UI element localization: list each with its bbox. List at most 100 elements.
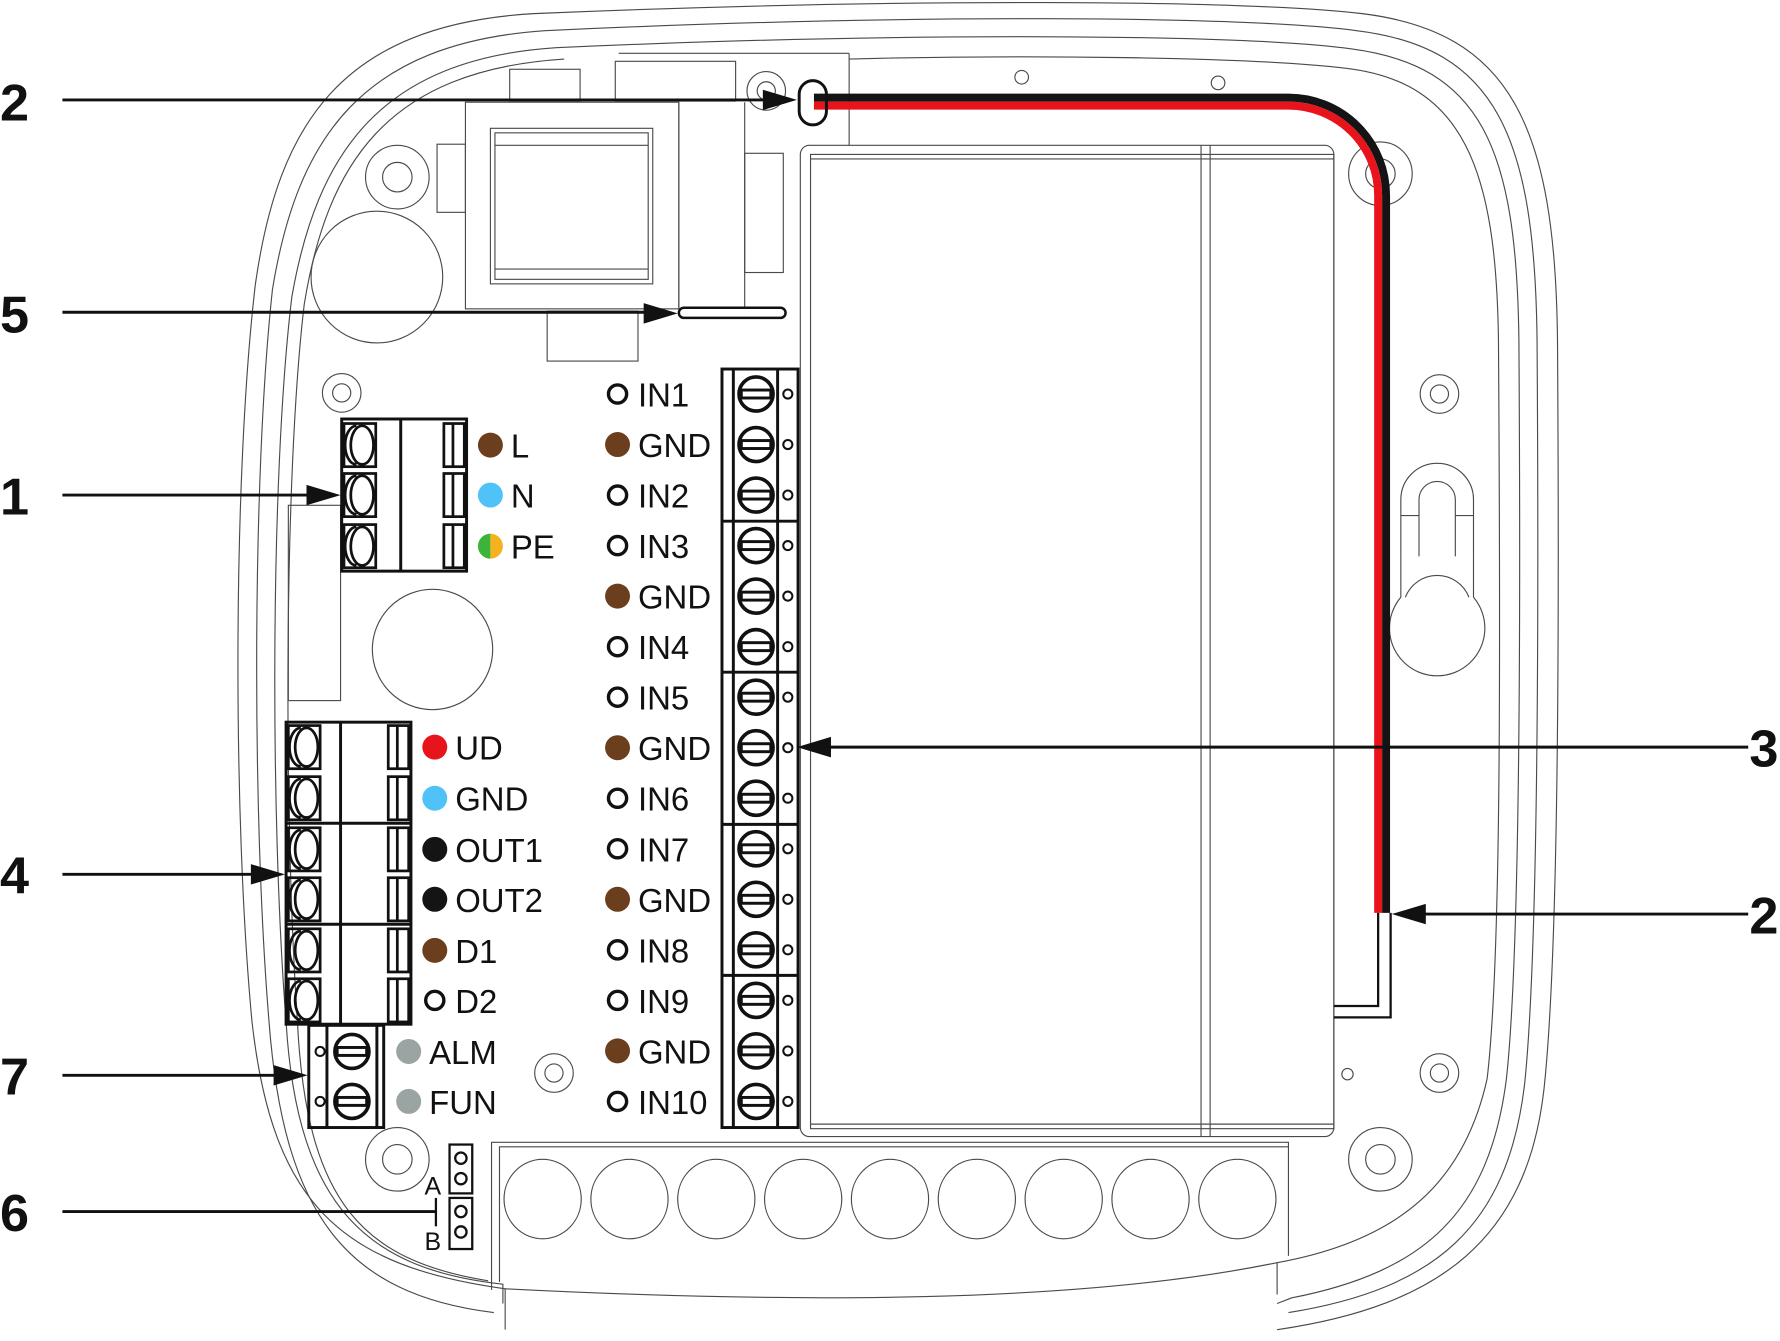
callout-2-bottom: 2: [1749, 887, 1778, 945]
terminal-label: GND: [455, 781, 528, 818]
test-point-icon: [782, 438, 794, 451]
input-terminal-gnd-4: GND: [605, 579, 711, 616]
callout-1: 1: [0, 468, 29, 526]
terminal-color-dot-icon: [422, 734, 448, 760]
callout-3: 3: [1749, 720, 1778, 778]
slotted-screw-icon: [737, 476, 775, 514]
slotted-screw-icon: [737, 1032, 775, 1070]
alarm-terminal-block: ALM FUN: [307, 1023, 497, 1130]
terminal-label: IN5: [638, 680, 689, 717]
test-point-icon: [782, 489, 794, 501]
terminal-ring-marker-icon: [606, 787, 629, 810]
test-point-icon: [782, 388, 794, 400]
input-terminal-in6-8: IN6: [606, 781, 689, 818]
power-terminal-pe: PE: [477, 529, 555, 566]
terminal-label: N: [511, 478, 535, 515]
battery-wire: [797, 79, 1392, 1019]
test-point-icon: [782, 691, 794, 703]
terminal-color-dot-icon: [605, 432, 631, 458]
tamper-switch: [677, 306, 787, 320]
test-point-icon: [782, 742, 794, 754]
jumper-header: A B: [425, 1143, 474, 1256]
terminal-color-dot-icon: [422, 937, 448, 963]
mounting-holes: [321, 69, 1460, 1192]
clamp-terminal-icon: [286, 876, 322, 923]
callout-7: 7: [0, 1049, 29, 1107]
slotted-screw-icon: [737, 930, 775, 969]
test-point-icon: [782, 843, 794, 855]
terminal-label: L: [511, 428, 529, 465]
terminal-label: UD: [455, 730, 503, 767]
power-terminal-n: N: [477, 478, 535, 515]
clamp-release-icon: [442, 523, 466, 570]
clamp-release-icon: [386, 876, 411, 923]
mounting-hole-icon: [534, 1053, 574, 1093]
battery-bay: [799, 144, 1335, 1138]
mounting-hole-icon: [364, 144, 430, 210]
input-terminal-in10-14: IN10: [606, 1084, 708, 1121]
clamp-terminal-icon: [286, 724, 322, 771]
input-terminal-in4-5: IN4: [606, 629, 689, 666]
clamp-release-icon: [442, 422, 466, 469]
slotted-screw-icon: [737, 425, 775, 464]
terminal-ring-marker-icon: [606, 534, 629, 557]
clamp-release-icon: [386, 724, 411, 771]
slotted-screw-icon: [737, 526, 775, 565]
terminal-color-dot-icon: [422, 886, 448, 912]
input-terminal-gnd-13: GND: [605, 1033, 711, 1070]
callout-6: 6: [0, 1185, 29, 1243]
terminal-label: IN10: [638, 1084, 708, 1121]
terminal-ring-marker-icon: [606, 837, 629, 860]
alarm-terminal-fun: FUN: [396, 1084, 497, 1121]
test-point-icon: [782, 540, 794, 552]
test-point-icon: [782, 1095, 794, 1107]
slotted-screw-icon: [737, 829, 775, 868]
test-point-icon: [782, 641, 794, 653]
clamp-terminal-icon: [286, 826, 322, 873]
terminal-color-dot-icon: [605, 735, 631, 761]
alarm-terminal-alm: ALM: [396, 1034, 497, 1071]
clamp-release-icon: [442, 472, 466, 519]
input-terminal-in5-6: IN5: [606, 680, 689, 717]
mounting-hole-icon: [1419, 1053, 1460, 1093]
cable-gland-icon: [850, 1158, 930, 1240]
terminal-ring-marker-icon: [606, 989, 629, 1012]
terminal-color-dot-icon: [605, 886, 631, 912]
terminal-color-dot-icon: [477, 533, 503, 559]
power-terminal-l: L: [477, 428, 529, 465]
terminal-label: IN1: [638, 376, 689, 413]
terminal-ring-marker-icon: [606, 484, 629, 506]
terminal-label: GND: [638, 579, 711, 616]
terminal-label: OUT1: [455, 832, 543, 869]
slotted-screw-icon: [737, 627, 775, 666]
cable-gland-icon: [503, 1158, 582, 1240]
callout-2-top: 2: [0, 74, 29, 132]
output-terminal-d2: D2: [423, 983, 497, 1020]
terminal-color-dot-icon: [605, 1038, 631, 1064]
cable-gland-icon: [937, 1158, 1017, 1240]
input-terminal-gnd-1: GND: [605, 427, 711, 464]
input-terminal-in9-12: IN9: [606, 983, 689, 1020]
clamp-release-icon: [386, 826, 411, 873]
slotted-screw-icon: [737, 375, 775, 413]
jumper-label-a: A: [425, 1173, 442, 1201]
input-terminal-in1-0: IN1: [606, 376, 689, 414]
output-terminal-ud: UD: [422, 730, 503, 767]
terminal-label: D1: [455, 933, 497, 970]
mounting-hole-icon: [1348, 1126, 1413, 1192]
terminal-label: IN9: [638, 983, 689, 1020]
output-terminal-d1: D1: [422, 933, 497, 970]
keyhole-slot-icon: [1388, 462, 1486, 677]
terminal-label: D2: [455, 983, 497, 1020]
test-point-icon: [782, 590, 794, 602]
clamp-terminal-icon: [342, 472, 378, 519]
output-terminal-out1: OUT1: [422, 832, 543, 869]
clamp-terminal-icon: [286, 775, 322, 822]
slotted-screw-icon: [737, 779, 775, 818]
pcb-upper-components: [287, 52, 850, 711]
slotted-screw-icon: [737, 728, 775, 767]
slotted-screw-icon: [737, 880, 775, 919]
mounting-hole-icon: [1419, 374, 1460, 414]
